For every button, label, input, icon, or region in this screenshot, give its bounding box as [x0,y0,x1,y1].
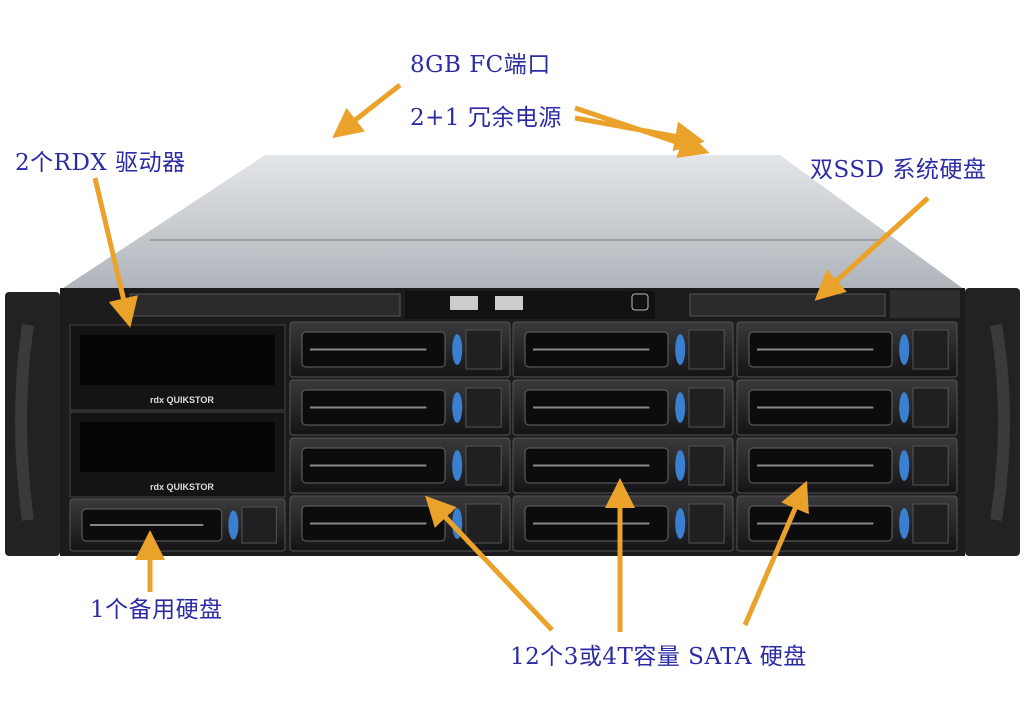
power-button [631,293,649,311]
control-panel [405,291,655,319]
sata-drive-tray [736,437,958,494]
tray-latch [452,334,463,365]
sata-drive-tray [289,495,511,552]
rdx-drive: rdx QUIKSTOR [69,411,286,498]
rdx-brand: rdx QUIKSTOR [150,482,214,492]
sata-drive-tray [512,437,734,494]
label-fc-port: 8GB FC端口 [410,52,551,78]
label-rdx: 2个RDX 驱动器 [15,150,186,176]
sata-drive-tray [736,321,958,378]
tray-latch [452,450,463,481]
arrow-fc-port [332,83,402,139]
label-power: 2+1 冗余电源 [410,105,562,131]
sata-drive-tray [289,437,511,494]
arrow-rdx [92,177,139,328]
annotation-arrows [92,83,930,632]
rdx-brand: rdx QUIKSTOR [150,395,214,405]
tray-latch [675,334,686,365]
sata-drive-tray [289,379,511,436]
drive-trays [69,321,958,552]
tray-latch [899,450,910,481]
tray-latch [675,392,686,423]
label-spare: 1个备用硬盘 [90,597,223,623]
tray-latch [675,450,686,481]
tray-latch [899,508,910,539]
sata-drive-tray [289,321,511,378]
logo-badge [890,290,960,318]
chassis-top [60,155,965,290]
rdx-drive: rdx QUIKSTOR [69,324,286,411]
sata-drive-tray [512,379,734,436]
label-ssd: 双SSD 系统硬盘 [810,157,987,183]
handle-right [990,324,1010,521]
front-vent [129,293,401,317]
arrow-power [574,115,705,152]
arrow-ssd [814,196,930,301]
usb-port [495,296,523,310]
usb-port [450,296,478,310]
tray-latch [899,392,910,423]
arrow-sata [742,480,809,626]
sata-drive-tray [512,495,734,552]
spare-drive-tray [69,498,286,552]
tray-latch [675,508,686,539]
sata-drive-tray [512,321,734,378]
handle-left [15,324,34,521]
arrow-sata [425,495,554,632]
label-sata: 12个3或4T容量 SATA 硬盘 [510,644,807,670]
tray-latch [228,510,239,540]
tray-latch [452,392,463,423]
sata-drive-tray [736,379,958,436]
tray-latch [899,334,910,365]
sata-drive-tray [736,495,958,552]
ssd-vent [689,293,886,317]
